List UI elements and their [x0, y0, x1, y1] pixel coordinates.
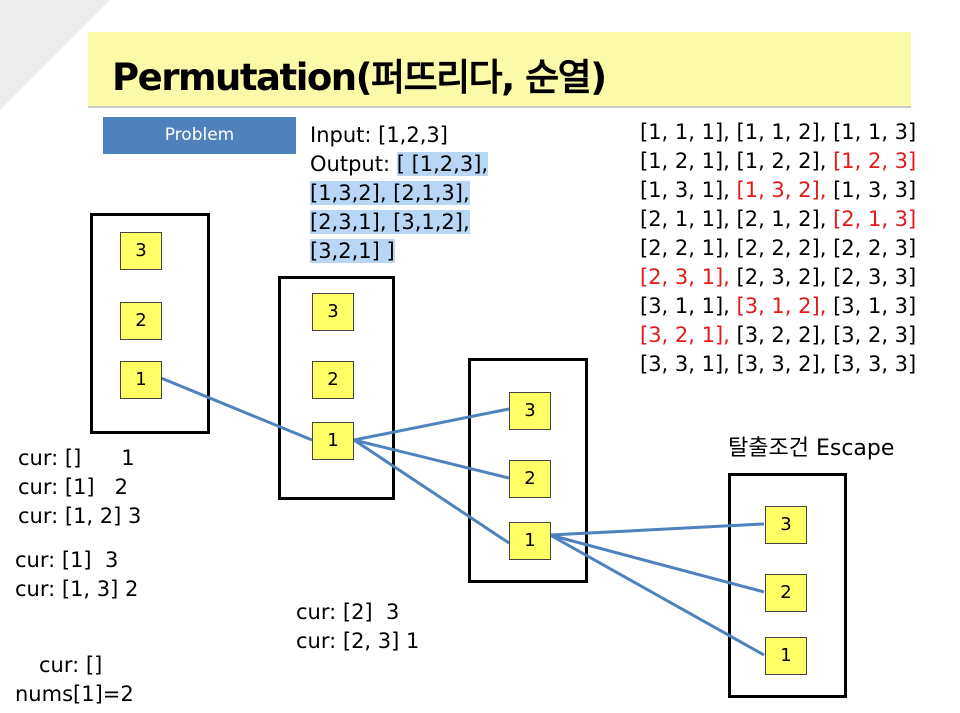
combo-item: [3, 3, 3] — [833, 352, 917, 376]
output-line-1: Output: [ [1,2,3], — [310, 150, 489, 179]
trace-block-3: cur: [2] 3 cur: [2, 3] 1 — [296, 598, 419, 656]
combination-row: [3, 2, 1], [3, 2, 2], [3, 2, 3] — [640, 321, 916, 350]
escape-condition-label: 탈출조건 Escape — [728, 436, 895, 461]
combo-item: [3, 1, 1], — [640, 294, 737, 318]
node: 2 — [120, 302, 162, 340]
output-value-1: [ [1,2,3], — [396, 152, 489, 176]
combination-list: [1, 1, 1], [1, 1, 2], [1, 1, 3] [1, 2, 1… — [640, 118, 916, 379]
combo-item: [2, 3, 2], — [736, 265, 834, 289]
node: 3 — [120, 232, 162, 270]
output-line-3: [2,3,1], [3,1,2], — [310, 208, 488, 237]
combo-item: [1, 3, 1], — [640, 178, 737, 202]
title-bar — [88, 32, 911, 108]
combo-item-permutation: [1, 3, 2], — [736, 178, 834, 202]
edge — [160, 376, 313, 442]
combo-item: [3, 3, 1], — [640, 352, 737, 376]
trace-line: cur: [1] 3 — [15, 548, 119, 572]
combination-row: [2, 3, 1], [2, 3, 2], [2, 3, 3] — [640, 263, 916, 292]
combination-row: [1, 2, 1], [1, 2, 2], [1, 2, 3] — [640, 147, 916, 176]
edge — [549, 533, 765, 594]
combo-item: [1, 1, 3] — [833, 120, 917, 144]
trace-block-2: cur: [1] 3 cur: [1, 3] 2 — [15, 546, 138, 604]
trace-block-4: cur: [] nums[1]=2 — [15, 651, 134, 709]
trace-line: cur: [] 1 — [18, 446, 135, 470]
edge — [353, 438, 510, 545]
problem-label: Problem — [103, 117, 296, 154]
input-output-text: Input: [1,2,3] Output: [ [1,2,3], [1,3,2… — [310, 121, 489, 266]
output-value-4: [3,2,1] ] — [310, 239, 395, 263]
combo-item: [3, 3, 2], — [736, 352, 834, 376]
combination-row: [3, 1, 1], [3, 1, 2], [3, 1, 3] — [640, 292, 916, 321]
trace-line: cur: [] — [39, 653, 103, 677]
node: 2 — [765, 574, 807, 612]
slide-title: Permutation(퍼뜨리다, 순열) — [112, 56, 607, 99]
output-label: Output: — [310, 152, 397, 176]
output-value-3: [2,3,1], [3,1,2], — [310, 210, 470, 234]
combo-item-permutation: [1, 2, 3] — [833, 149, 917, 173]
node: 1 — [509, 522, 551, 560]
node: 2 — [312, 361, 354, 399]
trace-line: cur: [2, 3] 1 — [296, 629, 420, 653]
combo-item: [1, 2, 1], — [640, 149, 737, 173]
input-line: Input: [1,2,3] — [310, 123, 448, 147]
combo-item: [1, 1, 2], — [736, 120, 834, 144]
node: 3 — [509, 392, 551, 430]
output-line-2: [1,3,2], [2,1,3], — [310, 179, 488, 208]
combination-row: [2, 1, 1], [2, 1, 2], [2, 1, 3] — [640, 205, 916, 234]
node: 3 — [765, 506, 807, 544]
combo-item: [2, 1, 1], — [640, 207, 737, 231]
node: 2 — [509, 460, 551, 498]
combo-item: [2, 1, 2], — [736, 207, 834, 231]
node: 1 — [120, 361, 162, 399]
node: 1 — [312, 422, 354, 460]
trace-line: cur: [1] 2 — [18, 475, 129, 499]
combo-item-permutation: [3, 2, 1], — [640, 323, 737, 347]
edge — [353, 407, 510, 442]
combo-item: [2, 3, 3] — [833, 265, 917, 289]
combo-item-permutation: [2, 3, 1], — [640, 265, 737, 289]
combo-item: [1, 1, 1], — [640, 120, 737, 144]
combination-row: [2, 2, 1], [2, 2, 2], [2, 2, 3] — [640, 234, 916, 263]
combo-item: [3, 1, 3] — [833, 294, 917, 318]
trace-line: cur: [1, 3] 2 — [15, 577, 139, 601]
trace-line: cur: [1, 2] 3 — [18, 504, 142, 528]
combination-row: [3, 3, 1], [3, 3, 2], [3, 3, 3] — [640, 350, 916, 379]
edge — [549, 522, 765, 537]
edge — [353, 438, 510, 480]
combo-item: [1, 3, 3] — [833, 178, 917, 202]
combination-row: [1, 3, 1], [1, 3, 2], [1, 3, 3] — [640, 176, 916, 205]
combo-item: [2, 2, 2], — [736, 236, 834, 260]
combo-item: [2, 2, 1], — [640, 236, 737, 260]
combo-item: [2, 2, 3] — [833, 236, 917, 260]
combo-item: [3, 2, 2], — [736, 323, 834, 347]
combo-item: [1, 2, 2], — [736, 149, 834, 173]
output-value-2: [1,3,2], [2,1,3], — [310, 181, 470, 205]
node: 1 — [765, 637, 807, 675]
node: 3 — [312, 293, 354, 331]
trace-block-1: cur: [] 1 cur: [1] 2 cur: [1, 2] 3 — [18, 444, 141, 531]
combo-item-permutation: [2, 1, 3] — [833, 207, 917, 231]
trace-line: cur: [2] 3 — [296, 600, 400, 624]
output-line-4: [3,2,1] ] — [310, 237, 488, 266]
combination-row: [1, 1, 1], [1, 1, 2], [1, 1, 3] — [640, 118, 916, 147]
trace-line: nums[1]=2 — [15, 682, 134, 706]
combo-item-permutation: [3, 1, 2], — [736, 294, 834, 318]
combo-item: [3, 2, 3] — [833, 323, 917, 347]
edge — [549, 533, 765, 657]
